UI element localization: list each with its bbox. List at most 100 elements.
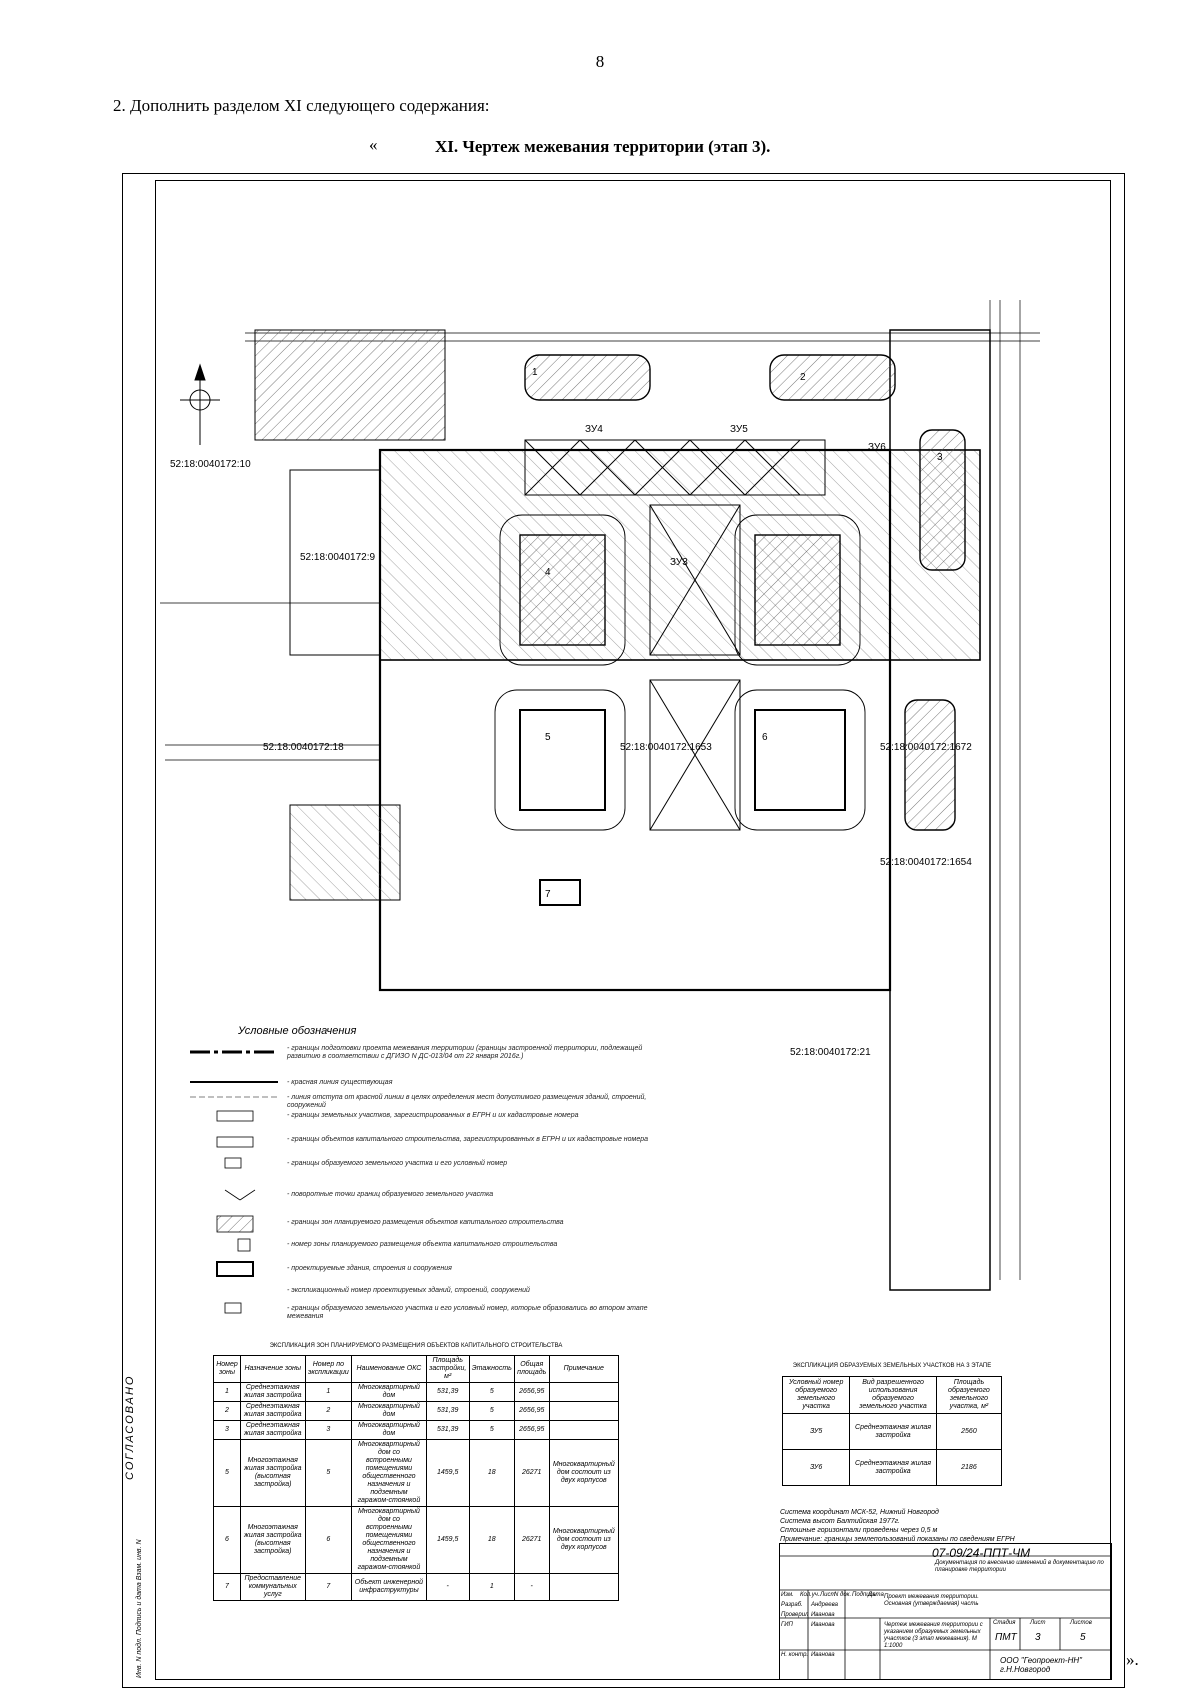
document-code: 07-09/24-ППТ-ЧМ (932, 1546, 1031, 1560)
table-cell: Многоквартирный дом состоит из двух корп… (548, 1439, 620, 1507)
sheets-header: Листов (1070, 1620, 1092, 1626)
zones-table: Номер зоны Назначение зоны Номер по эксп… (213, 1355, 620, 1601)
table-row: 7 Предоставление коммунальных услуг 7 Об… (213, 1573, 620, 1601)
table-cell: 2186 (935, 1449, 1003, 1486)
parcel-label-9: 52:18:0040172:9 (300, 552, 376, 563)
table-cell: 18 (468, 1506, 515, 1574)
table-cell: 2656,95 (513, 1420, 550, 1440)
building-number-3: 3 (937, 452, 943, 463)
table-cell: 7 (213, 1573, 241, 1601)
table-cell: Многоквартирный дом (351, 1420, 427, 1440)
table-row: 2 Среднеэтажная жилая застройка 2 Многок… (213, 1401, 620, 1421)
table-cell: 2 (304, 1401, 353, 1421)
table-header-row: Условный номер образуемого земельного уч… (781, 1376, 1003, 1414)
table-cell: 5 (213, 1439, 241, 1507)
table-cell: Многоквартирный дом (351, 1401, 427, 1421)
table-cell (548, 1420, 620, 1440)
table-header: Назначение зоны (239, 1355, 306, 1383)
building-number-5: 5 (545, 732, 551, 743)
table-cell: 531,39 (425, 1401, 470, 1421)
table-cell (548, 1573, 620, 1601)
name-developer: Андреева (811, 1602, 838, 1608)
legend-item: - границы объектов капитального строител… (287, 1136, 649, 1143)
zone-label-zu6: ЗУ6 (868, 442, 886, 453)
parcel-label-18: 52:18:0040172:18 (263, 742, 344, 753)
table-cell: Многоквартирный дом со встроенными помещ… (351, 1506, 427, 1574)
table-header: Вид разрешенного использования образуемо… (849, 1376, 937, 1414)
section-heading: XI. Чертеж межевания территории (этап 3)… (435, 137, 771, 156)
legend-title: Условные обозначения (238, 1025, 357, 1037)
sheets-value: 5 (1080, 1632, 1086, 1643)
legend-item: - границы образуемого земельного участка… (287, 1160, 508, 1167)
table-cell: 3 (213, 1420, 241, 1440)
table-cell: Среднеэтажная жилая застройка (849, 1449, 937, 1486)
table-row: ЗУ6 Среднеэтажная жилая застройка 2186 (781, 1449, 1003, 1486)
table-header: Номер зоны (213, 1355, 241, 1383)
stage-value: ПМТ (995, 1632, 1017, 1643)
parcel-label-1672: 52:18:0040172:1672 (880, 742, 972, 753)
legend-item: - экспликационный номер проектируемых зд… (287, 1287, 530, 1294)
table-cell: 531,39 (425, 1420, 470, 1440)
legend-symbols (190, 1050, 278, 1314)
legend-item: - поворотные точки границ образуемого зе… (287, 1191, 494, 1198)
col-header-sheet: Лист (820, 1592, 836, 1598)
table-cell: 1 (213, 1382, 241, 1402)
table-cell: ЗУ6 (781, 1449, 851, 1486)
list-item-text: 2. Дополнить разделом XI следующего соде… (113, 96, 490, 115)
building-footprints (519, 354, 966, 831)
table-header: Площадь образуемого земельного участка, … (935, 1376, 1003, 1414)
col-header-count: Кол.уч. (800, 1592, 820, 1598)
zone-label-zu4: ЗУ4 (585, 424, 603, 435)
role-developer: Разраб. (781, 1602, 803, 1608)
table-cell (548, 1401, 620, 1421)
zone-label-zu3: ЗУ3 (670, 557, 688, 568)
table-cell: 3 (304, 1420, 353, 1440)
document-description: Документация по внесению изменений в док… (935, 1560, 1104, 1573)
table-cell: 2656,95 (513, 1401, 550, 1421)
table-cell: 7 (304, 1573, 353, 1601)
drawing-inner-frame (155, 180, 1111, 1680)
drawing-notes: Система координат МСК-52, Нижний Новгоро… (780, 1508, 1020, 1544)
name-chief-engineer: Иванова (811, 1622, 835, 1628)
table-cell: 26271 (513, 1439, 550, 1507)
table-cell: Многоквартирный дом (351, 1382, 427, 1402)
courtyard-outlines (494, 514, 866, 831)
table-cell: 5 (468, 1382, 515, 1402)
building-number-7: 7 (545, 889, 551, 900)
table-cell: Среднеэтажная жилая застройка (239, 1420, 306, 1440)
sheet-title: Чертеж межевания территории с указанием … (884, 1622, 983, 1649)
table-cell: 2 (213, 1401, 241, 1421)
sheet-value: 3 (1035, 1632, 1041, 1643)
table-cell: 531,39 (425, 1382, 470, 1402)
quote-open: « (369, 135, 378, 154)
parcel-east-strip (889, 329, 991, 1291)
table-cell: - (513, 1573, 550, 1601)
table-cell: 1459,5 (425, 1506, 470, 1574)
table-cell: - (425, 1573, 470, 1601)
table-cell: 18 (468, 1439, 515, 1507)
note-line: Система высот Балтийская 1977г. (780, 1518, 900, 1525)
col-header-signature: Подпись (852, 1592, 876, 1598)
stamp-grid (779, 1555, 1112, 1680)
table-cell: 1459,5 (425, 1439, 470, 1507)
parcels-table: Условный номер образуемого земельного уч… (781, 1376, 1003, 1486)
drawing-sheet-frame (122, 173, 1125, 1688)
parcel-label-1653: 52:18:0040172:1653 (620, 742, 712, 753)
table-cell: Среднеэтажная жилая застройка (239, 1401, 306, 1421)
table-cell: 5 (468, 1401, 515, 1421)
table-header: Площадь застройки, м² (425, 1355, 470, 1383)
parcel-9 (289, 469, 381, 656)
planned-buildings (519, 709, 846, 906)
table-cell: Многоэтажная жилая застройка (высотная з… (239, 1439, 306, 1507)
name-checker: Иванова (811, 1612, 835, 1618)
table-cell: Предоставление коммунальных услуг (239, 1573, 306, 1601)
building-number-6: 6 (762, 732, 768, 743)
table-cell: Объект инженерной инфраструктуры (351, 1573, 427, 1601)
table-cell: 1 (304, 1382, 353, 1402)
north-arrow (180, 363, 220, 445)
table-header: Этажность (468, 1355, 515, 1383)
table-header-row: Номер зоны Назначение зоны Номер по эксп… (213, 1355, 620, 1383)
table-cell: 5 (468, 1420, 515, 1440)
table-row: 3 Среднеэтажная жилая застройка 3 Многок… (213, 1420, 620, 1440)
table-cell: ЗУ5 (781, 1413, 851, 1450)
